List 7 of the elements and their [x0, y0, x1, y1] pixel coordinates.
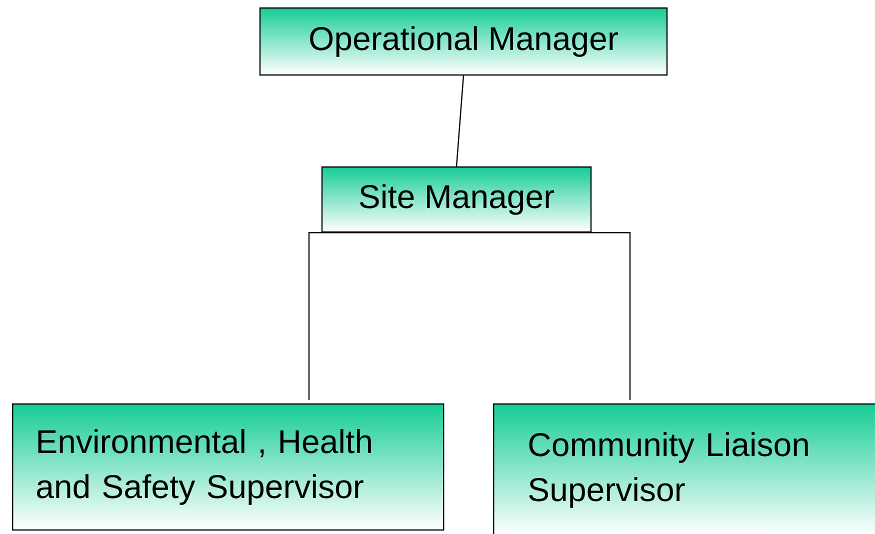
org-box: Site Manager: [321, 166, 592, 233]
connector-line: [456, 232, 631, 400]
org-box: Community Liaison Supervisor: [493, 403, 875, 534]
org-box: Environmental , Health and Safety Supervisor: [12, 403, 444, 531]
connector-line: [456, 76, 464, 166]
org-box: Operational Manager: [259, 7, 668, 76]
connector-line: [308, 232, 456, 400]
